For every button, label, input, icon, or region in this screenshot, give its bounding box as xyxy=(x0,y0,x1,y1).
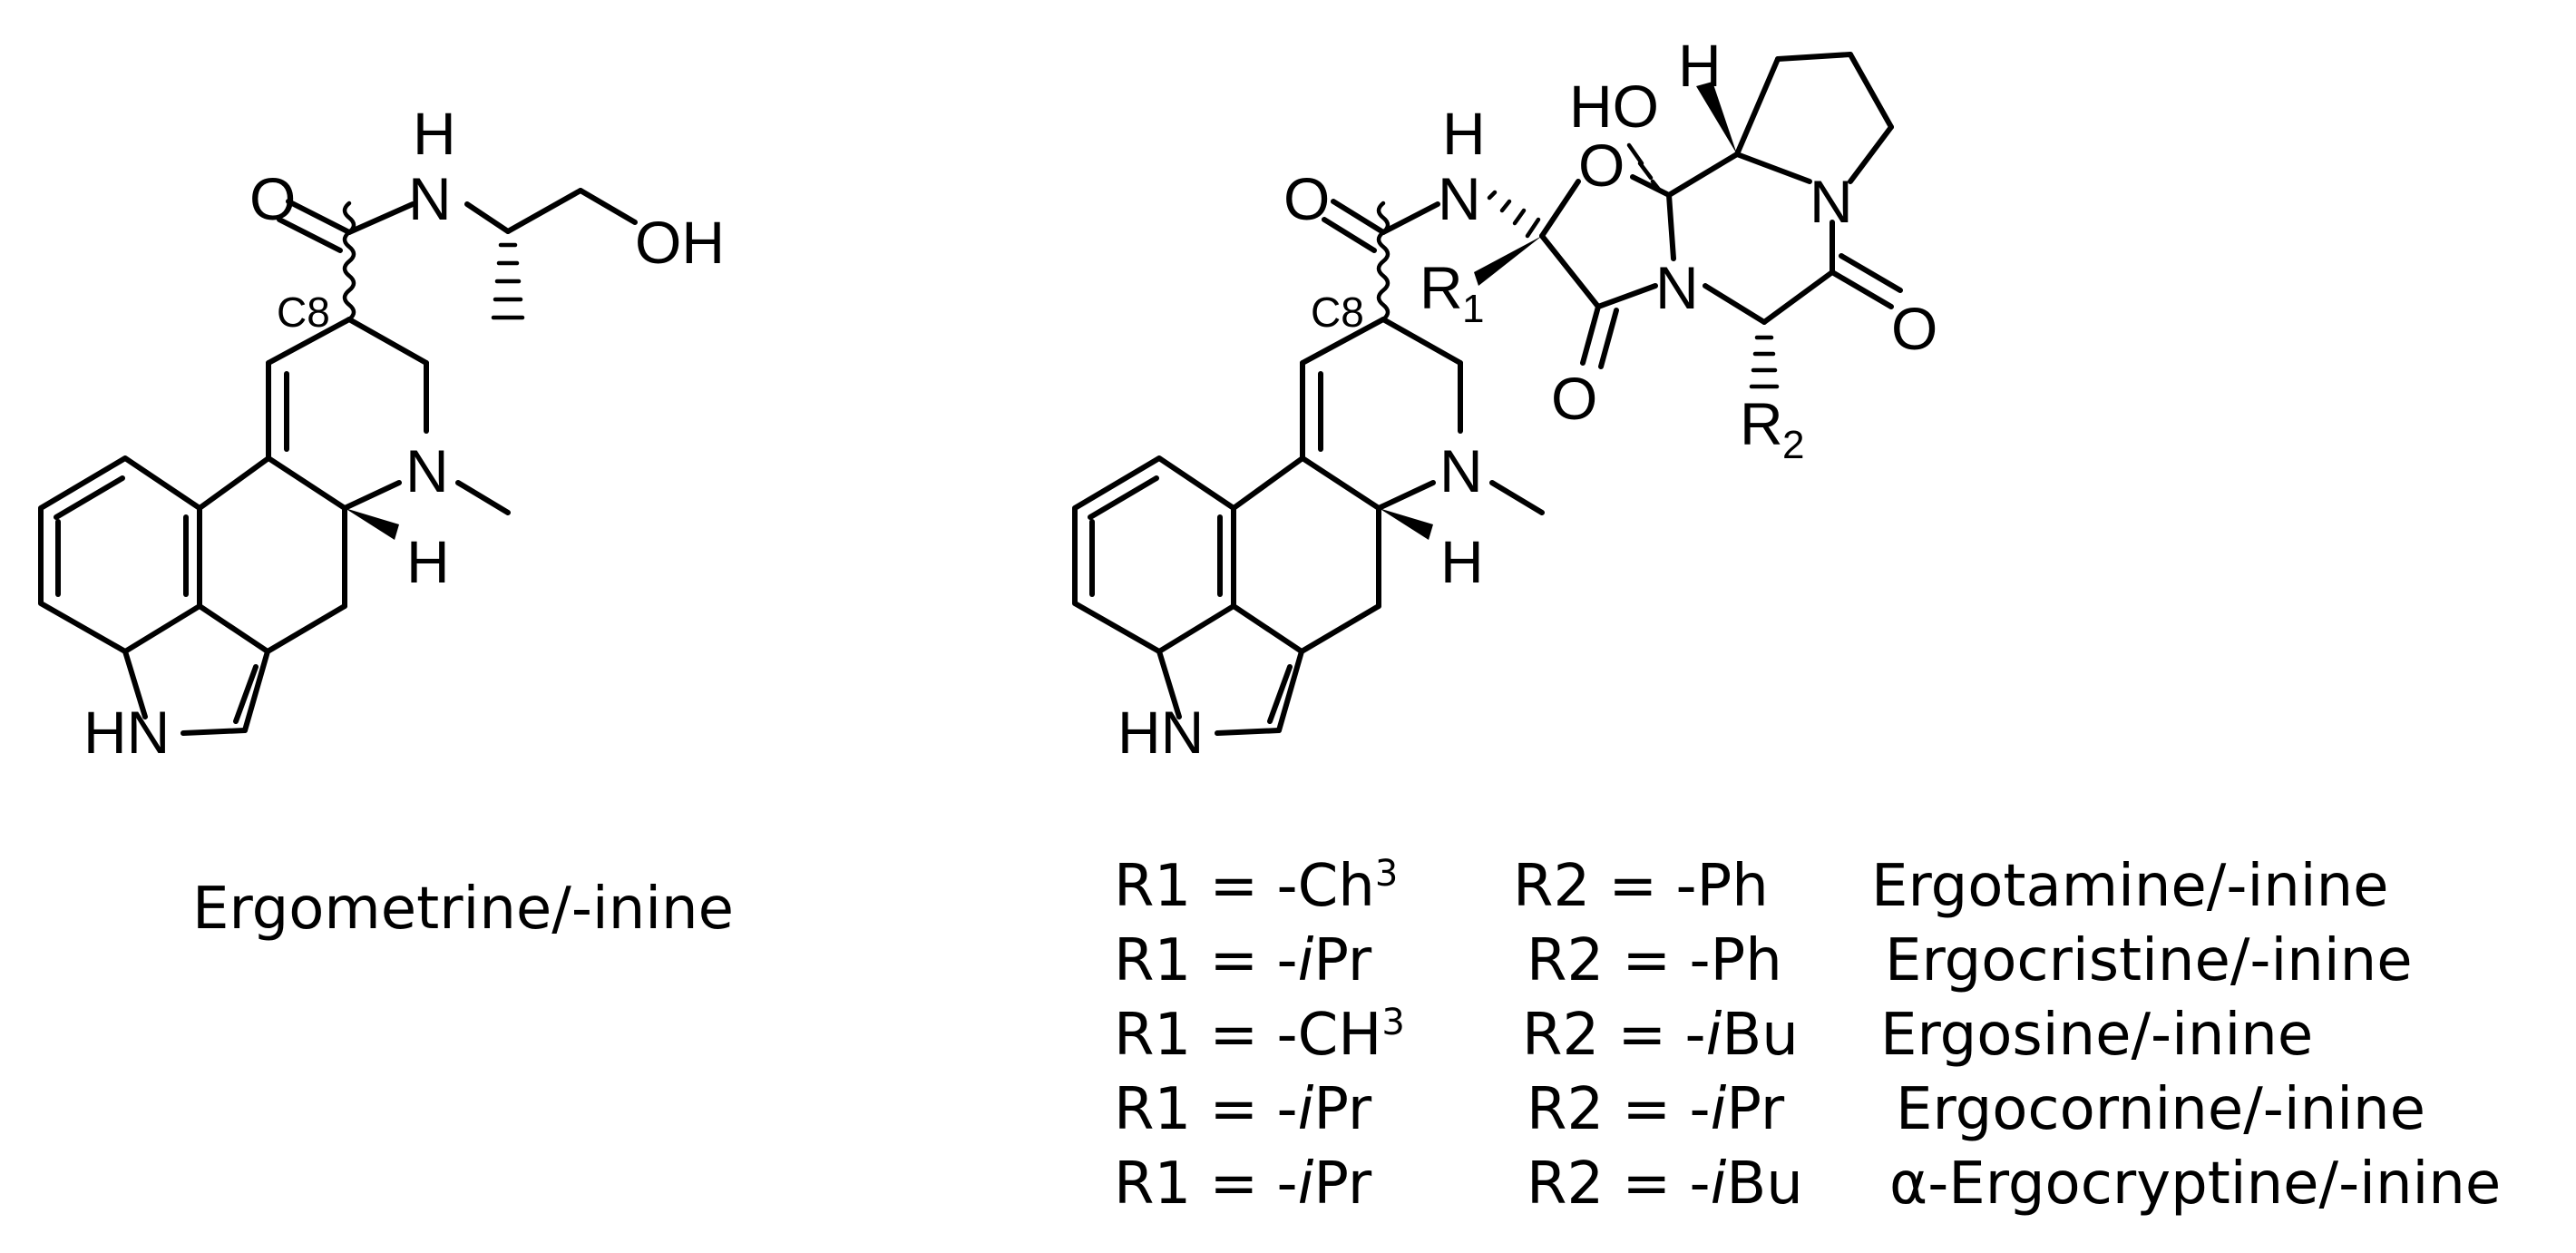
ergopeptine-ho-label: HO xyxy=(1569,73,1659,140)
r2-value: R2 = -Ph xyxy=(1527,927,1782,994)
ergometrine-nh-h-label: H xyxy=(413,100,456,167)
ergopeptine-hn-label: HN xyxy=(1117,699,1204,766)
ergometrine-o-label: O xyxy=(249,165,296,232)
r1-value: R1 = -iPr xyxy=(1114,927,1372,994)
ergopeptine-h-label: H xyxy=(1440,528,1484,595)
hashed-methyl-bond xyxy=(491,242,525,320)
hashed-nh-bond xyxy=(1487,190,1541,239)
r1-value: R1 = -iPr xyxy=(1114,1076,1372,1143)
ergopeptine-h-top-label: H xyxy=(1678,32,1722,99)
ergopeptine-c8-label: C8 xyxy=(1311,289,1364,336)
r2-value: R2 = -iPr xyxy=(1527,1076,1785,1143)
compound-name: Ergocornine/-inine xyxy=(1896,1076,2425,1143)
hashed-ho-bond xyxy=(1626,142,1663,193)
ergometrine-structure: O H N OH C8 N H HN xyxy=(38,100,725,766)
ergopeptine-r1-subscript: 1 xyxy=(1462,287,1484,331)
r2-value: R2 = -iBu xyxy=(1527,1150,1803,1218)
r2-value: R2 = -Ph xyxy=(1513,853,1769,920)
ergometrine-oh-label: OH xyxy=(635,209,725,276)
ergopeptine-o-lower-label: O xyxy=(1551,365,1597,432)
r2-value: R2 = -iBu xyxy=(1522,1002,1799,1069)
compound-name: Ergosine/-inine xyxy=(1880,1002,2314,1069)
ergopeptine-n-mid-label: N xyxy=(1655,254,1699,321)
hashed-r2-bond xyxy=(1749,335,1780,389)
ergometrine-c8-label: C8 xyxy=(277,289,330,336)
ergometrine-nh-n-label: N xyxy=(408,165,452,232)
ergopeptine-o-right-label: O xyxy=(1891,295,1937,362)
ergometrine-n-label: N xyxy=(405,437,449,504)
ergopeptine-nh-h-label: H xyxy=(1442,100,1486,167)
benzene-ring xyxy=(38,455,202,654)
ergopeptine-nh-n-label: N xyxy=(1438,165,1481,232)
ergopeptine-o-ring-label: O xyxy=(1578,132,1625,199)
ergopeptine-r2-subscript: 2 xyxy=(1782,423,1804,467)
ergopeptine-r2-label: R xyxy=(1740,390,1783,457)
compound-name: Ergotamine/-inine xyxy=(1871,853,2389,920)
ergopeptine-n-right-label: N xyxy=(1810,168,1853,235)
ergopeptine-structure: O N H HO O H N R 1 C8 N O O R 2 N H HN xyxy=(1072,32,1937,766)
ergometrine-hn-label: HN xyxy=(83,699,170,766)
ergopeptine-n-label: N xyxy=(1439,437,1483,504)
ergometrine-caption: Ergometrine/-inine xyxy=(192,876,734,943)
compound-name: Ergocristine/-inine xyxy=(1885,927,2413,994)
r1-value: R1 = -iPr xyxy=(1114,1150,1372,1218)
compound-name: α-Ergocryptine/-inine xyxy=(1889,1150,2502,1218)
ergometrine-h-label: H xyxy=(406,528,450,595)
ergopeptine-o-amide-label: O xyxy=(1283,165,1330,232)
ergopeptine-r1-label: R xyxy=(1420,254,1463,321)
